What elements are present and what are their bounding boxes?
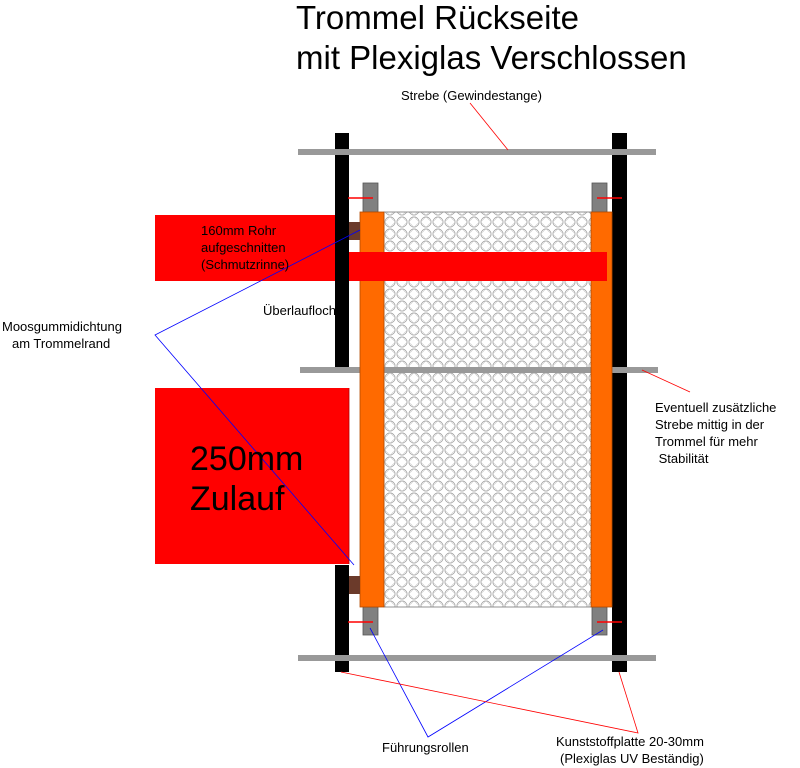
seal-top: [349, 222, 360, 240]
label-ueberlaufloch: Überlaufloch: [263, 303, 336, 318]
leader-strebe: [469, 102, 509, 151]
label-eventuell-4: Stabilität: [655, 451, 709, 466]
pipe-160mm-channel: [349, 252, 607, 281]
label-eventuell-2: Strebe mittig in der: [655, 417, 765, 432]
label-moosgummi-1: Moosgummidichtung: [2, 319, 122, 334]
leader-eventuell: [641, 369, 691, 393]
plate-right: [612, 133, 627, 672]
leader-fuehrungsrollen: [369, 627, 604, 738]
title-line-2: mit Plexiglas Verschlossen: [296, 39, 687, 76]
leader-moosgummi: [154, 229, 361, 566]
label-kunststoff-1: Kunststoffplatte 20-30mm: [556, 734, 704, 749]
drum-rim-right: [590, 211, 613, 608]
roller-bottom-right: [591, 606, 608, 636]
label-eventuell-3: Trommel für mehr: [655, 434, 758, 449]
label-eventuell-1: Eventuell zusätzliche: [655, 400, 776, 415]
label-rohr-3: (Schmutzrinne): [201, 257, 289, 272]
label-rohr-1: 160mm Rohr: [201, 223, 277, 238]
strut-middle: [300, 367, 658, 373]
leader-kunststoff: [340, 671, 639, 734]
label-fuehrungsrollen: Führungsrollen: [382, 740, 469, 755]
label-moosgummi-2: am Trommelrand: [12, 336, 110, 351]
seal-bottom: [349, 576, 360, 594]
title-line-1: Trommel Rückseite: [296, 0, 579, 36]
plate-left-bottom: [335, 565, 349, 672]
pipe-160mm-outer: [155, 215, 335, 281]
label-kunststoff-2: (Plexiglas UV Beständig): [560, 751, 704, 766]
label-strebe: Strebe (Gewindestange): [401, 88, 542, 103]
label-zulauf-2: Zulauf: [190, 480, 285, 518]
label-rohr-2: aufgeschnitten: [201, 240, 286, 255]
inlet-250mm: [155, 388, 349, 564]
strut-bottom: [298, 655, 656, 661]
label-zulauf-1: 250mm: [190, 440, 303, 478]
plate-left-top: [335, 133, 349, 369]
roller-bottom-left: [362, 606, 379, 636]
strut-top: [298, 149, 656, 155]
